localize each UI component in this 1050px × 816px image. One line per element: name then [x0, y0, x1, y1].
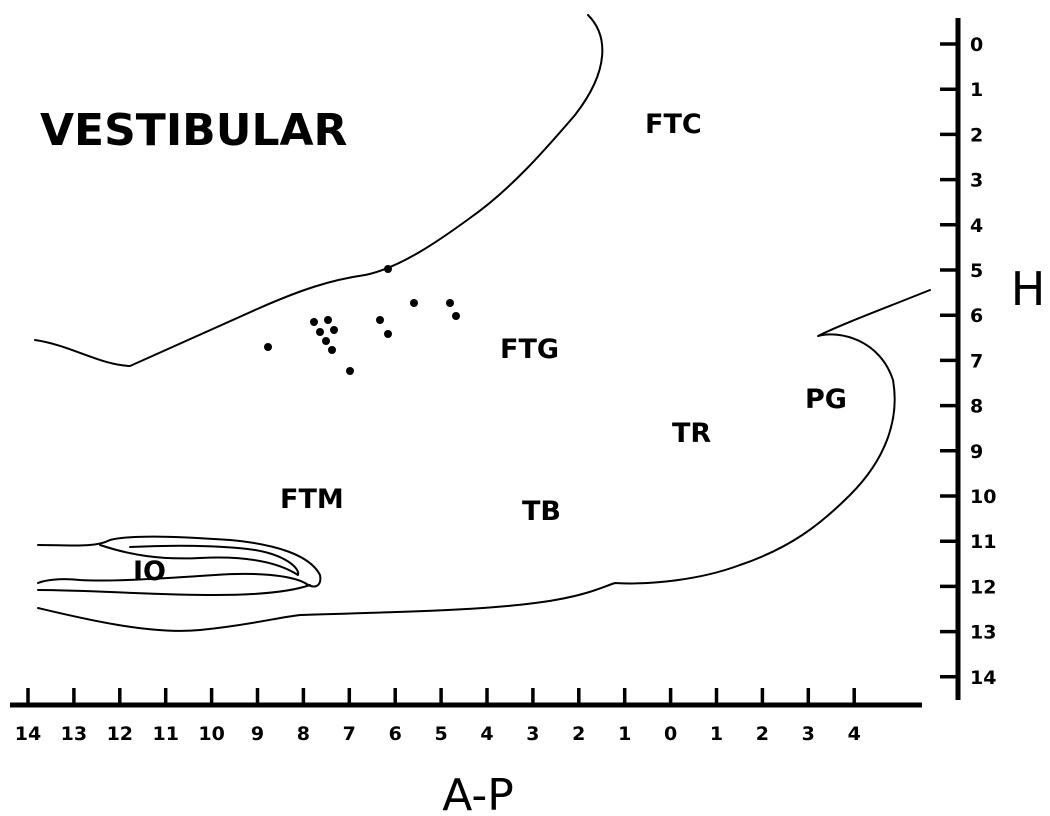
ap-axis-tick-label: 9	[251, 723, 264, 745]
h-axis-tick-label: 13	[970, 622, 996, 644]
recording-site	[452, 312, 460, 320]
diagram-title: VESTIBULAR	[40, 105, 347, 156]
h-axis-tick-label: 14	[970, 667, 996, 689]
h-axis-tick-label: 12	[970, 576, 996, 598]
inferior-olive-inner-fold	[99, 544, 300, 576]
recording-sites	[264, 265, 460, 375]
ap-axis-tick-label: 12	[107, 723, 133, 745]
ap-axis-tick-label: 0	[664, 723, 677, 745]
ap-axis-tick-label: 4	[480, 723, 493, 745]
recording-site	[310, 318, 318, 326]
recording-site	[446, 299, 454, 307]
h-axis-tick-label: 6	[970, 305, 983, 327]
ap-axis-tick-label: 2	[572, 723, 585, 745]
ap-axis-tick-label: 3	[802, 723, 815, 745]
inferior-olive-lower-edge	[37, 584, 311, 596]
recording-site	[384, 330, 392, 338]
h-axis-tick-label: 1	[970, 79, 983, 101]
region-label-tb: TB	[522, 496, 561, 527]
h-axis-tick-label: 3	[970, 170, 983, 192]
region-label-ftm: FTM	[280, 484, 344, 515]
h-axis-tick-label: 11	[970, 531, 996, 553]
recording-site	[410, 299, 418, 307]
h-axis-tick-label: 0	[970, 34, 983, 56]
ap-axis-tick-label: 11	[152, 723, 178, 745]
h-axis-tick-label: 10	[970, 486, 996, 508]
ventral-boundary-outline	[37, 289, 931, 632]
h-axis-label: H	[1011, 262, 1046, 316]
recording-site	[316, 328, 324, 336]
ap-axis-tick-label: 4	[848, 723, 861, 745]
region-label-io: IO	[133, 556, 166, 587]
ap-axis-tick-label: 6	[389, 723, 402, 745]
h-axis-tick-label: 4	[970, 215, 983, 237]
ap-axis-tick-label: 10	[198, 723, 224, 745]
ap-axis-tick-label: 7	[343, 723, 356, 745]
h-axis-tick-label: 2	[970, 124, 983, 146]
recording-site	[384, 265, 392, 273]
h-axis-tick-label: 8	[970, 396, 983, 418]
h-axis-tick-label: 5	[970, 260, 983, 282]
ap-axis-label: A-P	[442, 770, 514, 816]
ap-axis-tick-label: 8	[297, 723, 310, 745]
recording-site	[376, 316, 384, 324]
ap-axis-tick-label: 2	[756, 723, 769, 745]
recording-site	[346, 367, 354, 375]
ap-axis-tick-label: 1	[618, 723, 631, 745]
h-axis-tick-label: 9	[970, 441, 983, 463]
recording-site	[330, 326, 338, 334]
inferior-olive-outline	[37, 535, 322, 588]
dorsal-boundary-outline	[34, 14, 604, 367]
ap-axis-tick-label: 13	[61, 723, 87, 745]
ap-axis-tick-label: 14	[15, 723, 41, 745]
ap-axis-tick-label: 3	[526, 723, 539, 745]
h-axis-tick-label: 7	[970, 350, 983, 372]
recording-site	[324, 316, 332, 324]
recording-site	[328, 346, 336, 354]
region-label-ftg: FTG	[500, 334, 559, 365]
recording-site	[264, 343, 272, 351]
region-label-ftc: FTC	[645, 109, 702, 140]
region-label-pg: PG	[805, 384, 847, 415]
ap-axis-tick-label: 1	[710, 723, 723, 745]
region-label-tr: TR	[672, 418, 711, 449]
recording-site	[322, 337, 330, 345]
ap-axis-tick-label: 5	[434, 723, 447, 745]
